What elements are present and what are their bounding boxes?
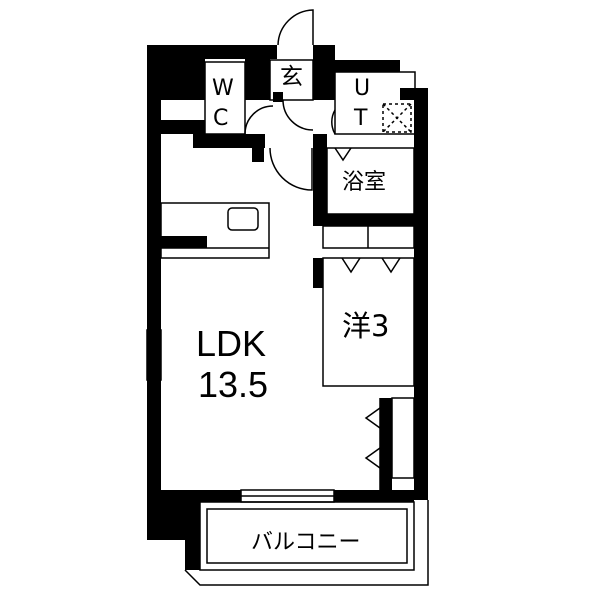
wc-label-top: W [212, 76, 234, 101]
fixtures [146, 59, 429, 586]
ut-label-bottom: T [354, 106, 368, 131]
ldk-name-label: LDK [196, 323, 267, 364]
ut-label-top: U [354, 76, 371, 101]
ldk-size-label: 13.5 [198, 364, 269, 405]
entrance-label: 玄 [280, 64, 303, 90]
western-room-label: 洋3 [342, 309, 390, 343]
balcony-label: バルコニー [251, 530, 361, 555]
wc-label-bottom: C [213, 106, 229, 131]
bathroom-label: 浴室 [342, 170, 387, 195]
doors [244, 9, 401, 469]
walls [147, 45, 428, 570]
